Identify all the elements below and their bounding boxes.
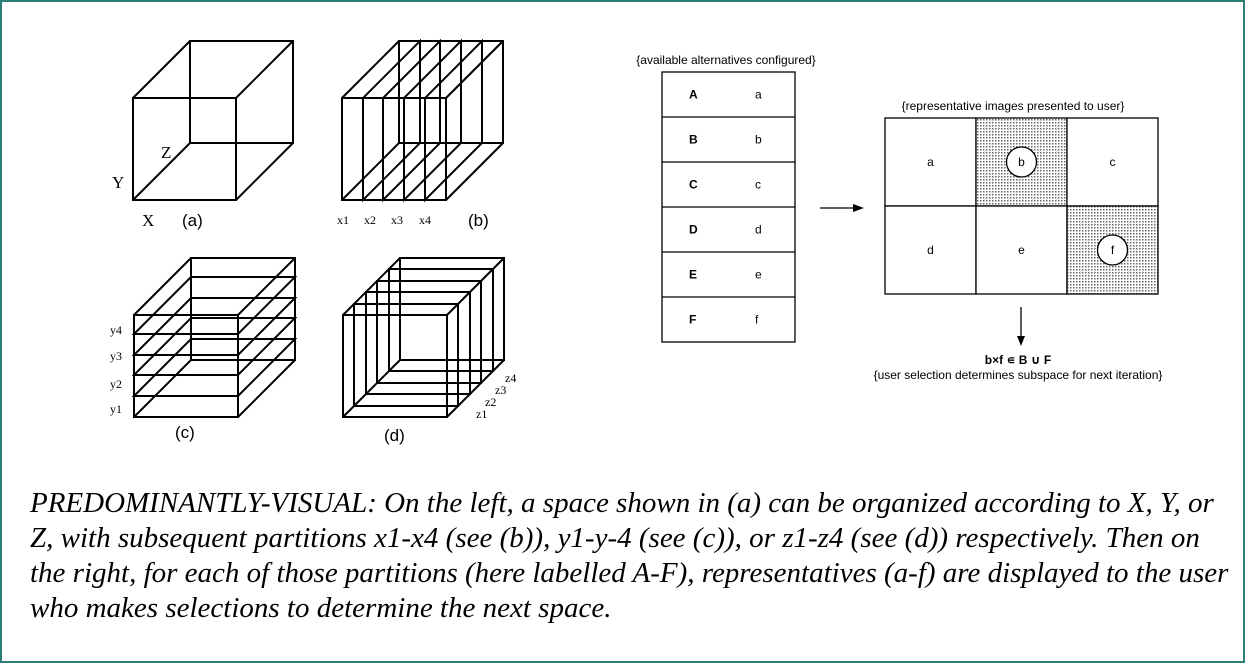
cube-c-caption: (c) [175, 423, 195, 442]
x-axis-label: X [142, 211, 154, 230]
z1-label: z1 [476, 407, 487, 421]
y3-label: y3 [110, 349, 122, 363]
y2-label: y2 [110, 377, 122, 391]
x4-label: x4 [419, 213, 431, 227]
x2-label: x2 [364, 213, 376, 227]
representative-cell[interactable]: f [1066, 205, 1159, 295]
cube-a [132, 40, 294, 201]
cube-c [131, 257, 298, 418]
y-axis-label: Y [112, 173, 124, 192]
x3-label: x3 [391, 213, 403, 227]
cube-b-caption: (b) [468, 211, 489, 230]
down-arrow [1017, 307, 1025, 346]
cube-d [342, 257, 505, 418]
figure-caption: PREDOMINANTLY-VISUAL: On the left, a spa… [30, 487, 1229, 624]
representative-label: b [1018, 155, 1025, 169]
right-arrow [820, 204, 864, 212]
alternative-value: d [755, 223, 762, 237]
representative-label: a [927, 155, 934, 169]
cube-b [341, 38, 504, 203]
alternative-key: E [689, 268, 697, 282]
representative-cell[interactable]: e [975, 205, 1068, 295]
representative-label: d [927, 243, 934, 257]
selection-note: {user selection determines subspace for … [874, 368, 1163, 382]
y4-label: y4 [110, 323, 122, 337]
alternative-value: c [755, 178, 761, 192]
z4-label: z4 [505, 371, 516, 385]
alternative-key: A [689, 88, 698, 102]
x1-label: x1 [337, 213, 349, 227]
y1-label: y1 [110, 402, 122, 416]
representative-cell[interactable]: c [1066, 117, 1159, 207]
z-axis-label: Z [161, 143, 171, 162]
representative-cell[interactable]: b [975, 117, 1068, 207]
cube-a-caption: (a) [182, 211, 203, 230]
alternative-value: a [755, 88, 762, 102]
representative-label: e [1018, 243, 1025, 257]
alternative-value: b [755, 133, 762, 147]
z3-label: z3 [495, 383, 506, 397]
representatives-grid: a b c d e f [884, 117, 1159, 295]
selection-circle [1096, 234, 1129, 266]
diagram-canvas: Y Z X (a) x1 x2 x3 x4 (b) y4 y3 y2 y1 (c… [110, 38, 1163, 445]
representative-cell[interactable]: a [884, 117, 977, 207]
selection-circle [1005, 146, 1038, 178]
alternative-key: F [689, 313, 696, 327]
selection-expression: b×f ∊ B ∪ F [985, 353, 1051, 367]
alternative-value: f [755, 313, 759, 327]
representative-cell[interactable]: d [884, 205, 977, 295]
alternatives-title: {available alternatives configured} [636, 53, 815, 67]
representative-label: f [1111, 243, 1115, 257]
representative-label: c [1110, 155, 1116, 169]
alternative-key: C [689, 178, 698, 192]
cube-d-caption: (d) [384, 426, 405, 445]
alternative-key: B [689, 133, 698, 147]
alternative-key: D [689, 223, 698, 237]
alternative-value: e [755, 268, 762, 282]
representatives-title: {representative images presented to user… [902, 99, 1125, 113]
z2-label: z2 [485, 395, 496, 409]
